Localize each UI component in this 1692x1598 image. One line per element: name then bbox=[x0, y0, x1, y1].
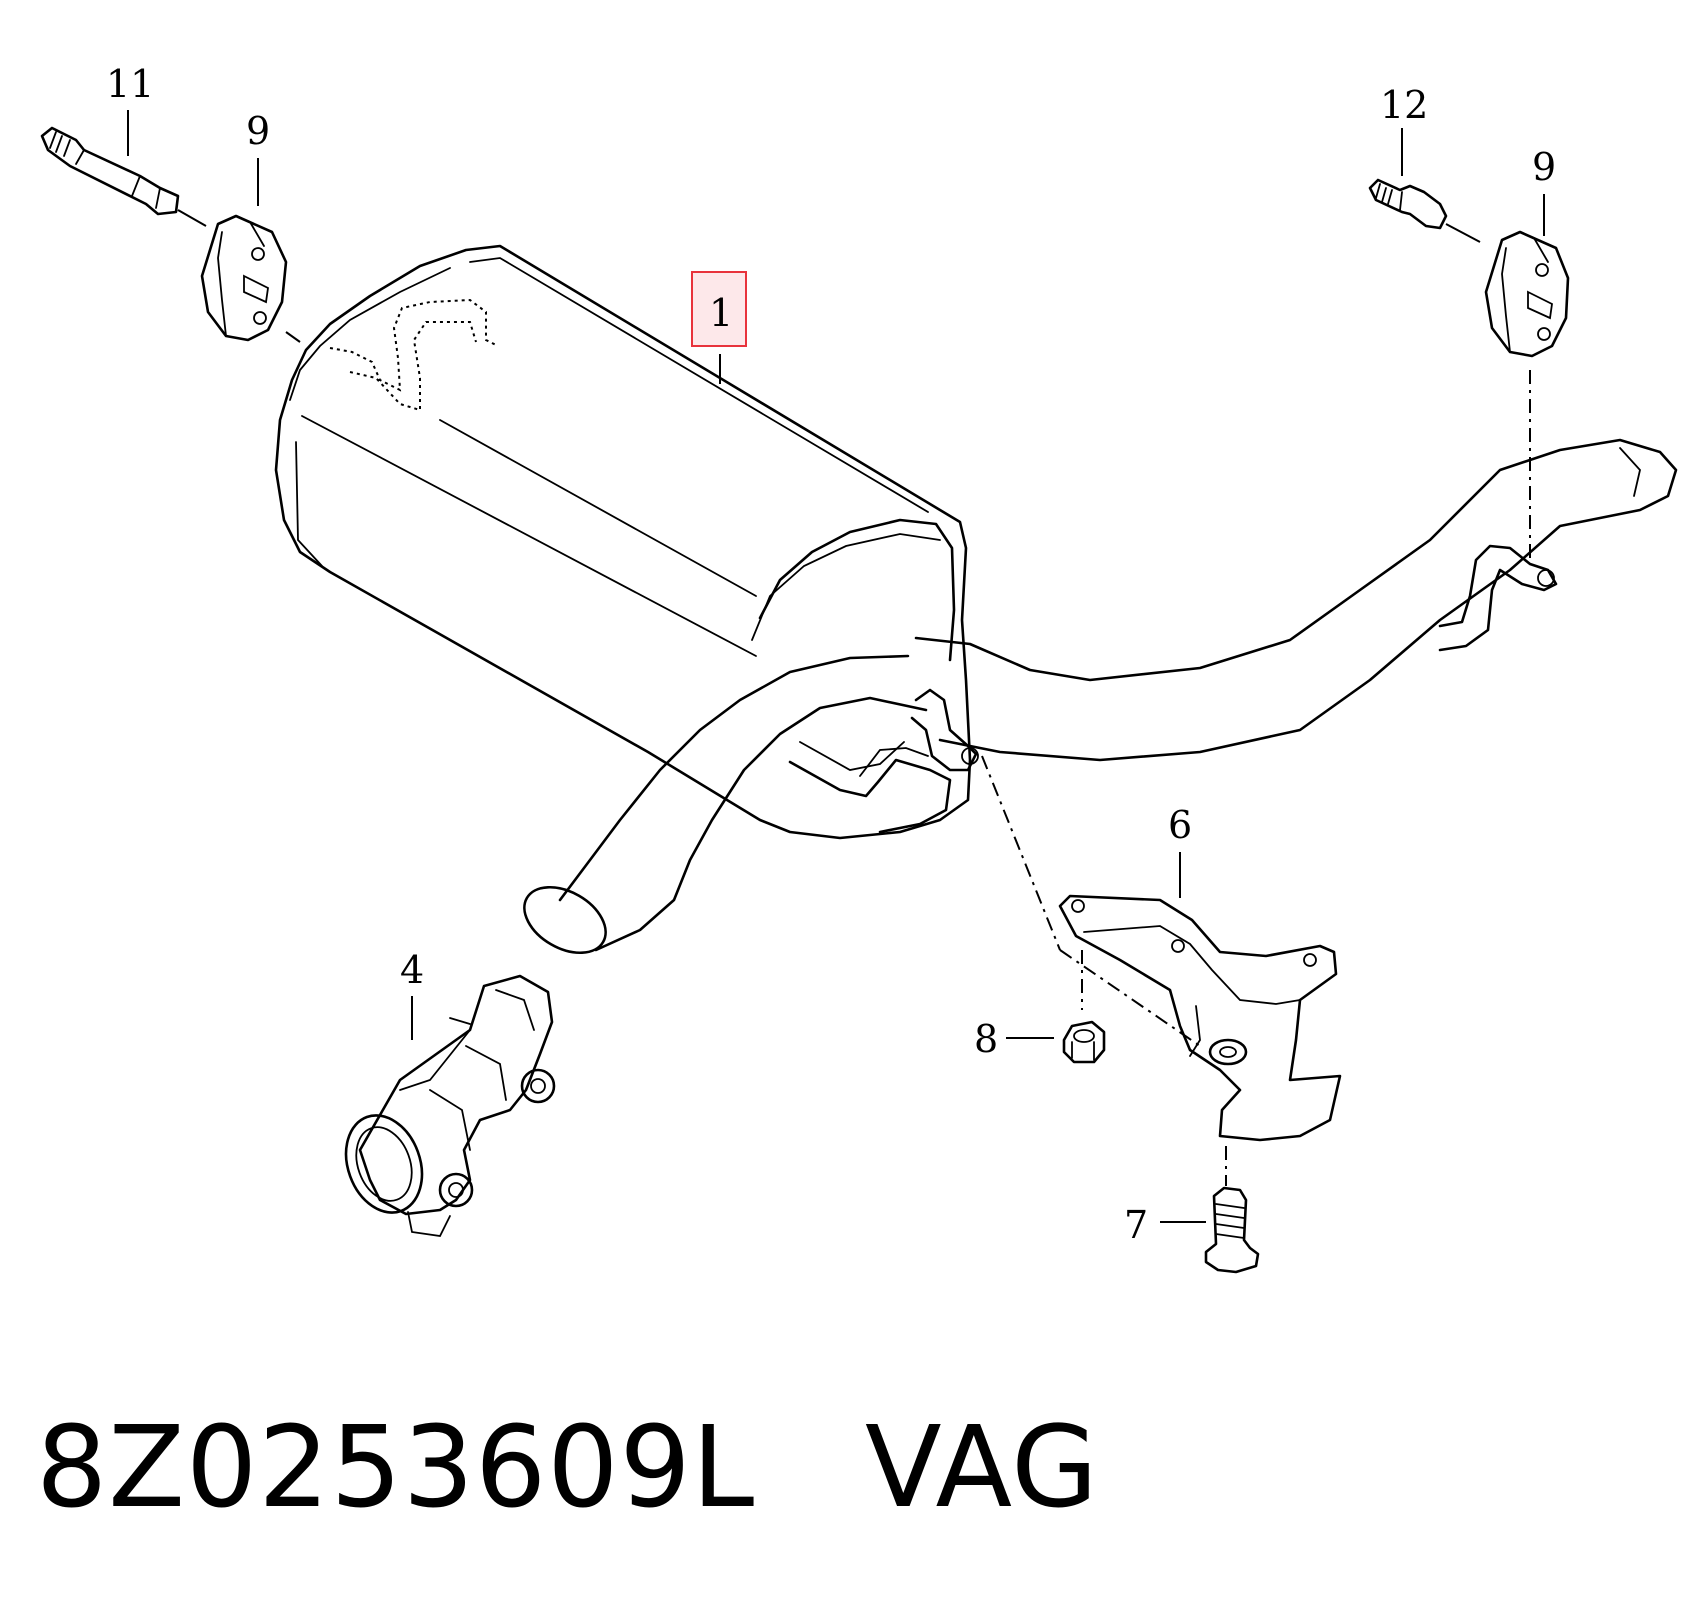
part-1-rear-silencer: 1 bbox=[274, 244, 972, 840]
part-number-caption: 8Z0253609L VAG bbox=[36, 1412, 1099, 1524]
callout-12: 12 bbox=[1380, 83, 1428, 127]
part-8-nut: 8 bbox=[974, 1017, 1106, 1064]
callout-11: 11 bbox=[106, 62, 154, 106]
part-9-rubber-mount-left: 9 bbox=[200, 109, 301, 343]
callout-8: 8 bbox=[974, 1017, 998, 1061]
callout-6: 6 bbox=[1168, 803, 1192, 847]
part-12-stud: 12 bbox=[1368, 83, 1481, 243]
callout-1-highlight bbox=[691, 271, 747, 347]
part-11-stud: 11 bbox=[40, 62, 207, 227]
alignment-line-bracket bbox=[1059, 949, 1201, 1047]
callout-4: 4 bbox=[400, 948, 424, 992]
part-number: 8Z0253609L bbox=[36, 1403, 756, 1533]
callout-9-right: 9 bbox=[1532, 145, 1556, 189]
exhaust-pipes bbox=[523, 438, 1678, 955]
caption-gap bbox=[755, 1403, 865, 1533]
part-7-bolt: 7 bbox=[1124, 1186, 1260, 1274]
part-6-mounting-bracket: 6 bbox=[1058, 803, 1342, 1142]
callout-7: 7 bbox=[1124, 1203, 1148, 1247]
brand-name: VAG bbox=[865, 1403, 1099, 1533]
callout-9-left: 9 bbox=[246, 109, 270, 153]
callout-1: 1 bbox=[709, 291, 733, 335]
alignment-line-left-hanger bbox=[981, 755, 1061, 951]
part-9-rubber-mount-right: 9 bbox=[1484, 145, 1570, 560]
part-4-pipe-clamp: 4 bbox=[344, 948, 556, 1237]
